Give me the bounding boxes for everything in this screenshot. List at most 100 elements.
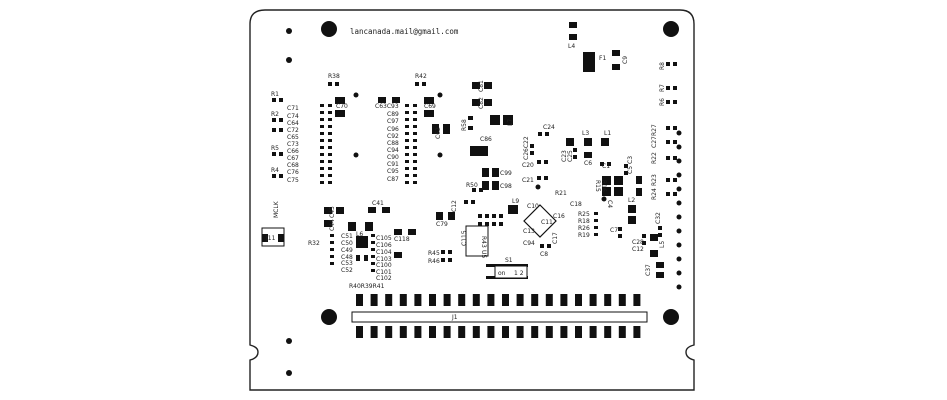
j1-pin-top	[575, 294, 582, 306]
j1-pin-bottom	[560, 326, 568, 338]
j1-pin-top	[516, 294, 524, 306]
ref-c53: C53	[341, 260, 353, 267]
ref-r6: R6	[659, 98, 666, 106]
ref-r22: R22	[651, 152, 658, 164]
ref-c16: C16	[553, 213, 565, 220]
ref-r25: R25	[578, 211, 590, 218]
ref-c44: C44	[329, 219, 336, 231]
j1-pin-top	[385, 294, 393, 306]
ref-r1: R1	[271, 91, 279, 98]
ref-l2: L2	[628, 197, 635, 204]
ref-r58: R58	[461, 119, 468, 131]
ref-c70: C70	[336, 103, 348, 110]
ref-l7: L7	[507, 119, 514, 126]
ref-r23: R23	[651, 174, 658, 186]
j1-pin-top	[399, 294, 407, 306]
ref-c76: C76	[287, 169, 299, 176]
j11-label: J11	[265, 235, 276, 242]
j1-pin-top	[502, 294, 509, 306]
j1-pin-bottom	[545, 326, 553, 338]
ref-r43: R43	[480, 236, 487, 248]
j1-pin-bottom	[472, 326, 480, 338]
j1-pin-bottom	[487, 326, 495, 338]
s1-switch	[494, 265, 528, 279]
j1-pin-top	[458, 294, 466, 306]
ref-c98: C98	[500, 183, 512, 190]
j1-pin-bottom	[589, 326, 597, 338]
ref-c18: C18	[570, 201, 582, 208]
ref-c37: C37	[645, 264, 652, 276]
ref-f1: F1	[599, 55, 606, 62]
ref-c72: C72	[287, 127, 299, 134]
s1-pin-text: 1 2	[514, 270, 524, 277]
ref-c89: C89	[387, 111, 399, 118]
ref-c68: C68	[287, 162, 299, 169]
ref-c1: C1	[602, 163, 610, 170]
j1-pin-top	[429, 294, 436, 306]
ref-r19: R19	[578, 232, 590, 239]
ref-c45: C45	[329, 206, 336, 218]
ref-l3: L3	[582, 130, 589, 137]
ref-c100: C100	[376, 262, 392, 269]
ref-c13: C13	[523, 228, 535, 235]
silkscreen-labels: R1 R2 R5 R4 R38 R42 C71 C74 C64 C72 C65 …	[271, 43, 666, 290]
ref-r32: R32	[308, 240, 320, 247]
diamond-ic	[523, 204, 557, 238]
ref-c3: C3	[627, 156, 634, 164]
j11-connector	[261, 227, 285, 247]
ref-c62: C62	[435, 127, 442, 139]
j1-pin-top	[443, 294, 451, 306]
j1-pin-top	[604, 294, 612, 306]
j1-pin-bottom	[633, 326, 641, 338]
ref-c96: C96	[387, 126, 399, 133]
s1-label: S1	[505, 257, 513, 264]
ref-c7: C7	[610, 227, 618, 234]
ref-r5: R5	[271, 145, 279, 152]
j1-pin-top	[531, 294, 539, 306]
ref-c63c93: C63C93	[375, 103, 399, 110]
ref-u5: U5	[480, 250, 487, 258]
ref-r15: R15	[594, 180, 601, 192]
ref-c75: C75	[287, 177, 299, 184]
ref-c88: C88	[387, 140, 399, 147]
ref-c95: C95	[387, 168, 399, 175]
j1-pin-top	[472, 294, 480, 306]
ref-c81: C81	[478, 80, 485, 92]
ref-c41: C41	[372, 200, 384, 207]
u5-outline	[465, 225, 489, 257]
ref-c5: C5	[627, 166, 634, 174]
j1-pin-top	[560, 294, 568, 306]
j1-pin-bottom	[399, 326, 407, 338]
j1-pin-bottom	[414, 326, 422, 338]
ref-c86: C86	[480, 136, 492, 143]
ref-c11: C11	[541, 219, 553, 226]
mounting-hole-top-left	[321, 21, 337, 37]
ref-r16: R16	[600, 180, 607, 192]
ref-c21: C21	[522, 177, 534, 184]
j1-pin-bottom	[575, 326, 582, 338]
mclk-label: MCLK	[273, 200, 280, 218]
j1-pin-bottom	[604, 326, 612, 338]
j1-pin-top	[356, 294, 363, 306]
ref-c99: C99	[500, 170, 512, 177]
ref-c71: C71	[287, 105, 299, 112]
ref-c104: C104	[376, 249, 392, 256]
ref-r18: R18	[578, 218, 590, 225]
ref-c105: C105	[376, 235, 392, 242]
ref-c50: C50	[341, 240, 353, 247]
j1-pin-bottom	[618, 326, 626, 338]
j1-label: J1	[451, 314, 458, 321]
j1-pin-top	[589, 294, 597, 306]
designer-email: lancanada.mail@gmail.com	[350, 27, 459, 36]
ref-r21: R21	[555, 190, 567, 197]
ref-c32: C32	[655, 212, 662, 224]
j1-pin-top	[618, 294, 626, 306]
ref-c103: C103	[376, 256, 392, 263]
ref-r8: R8	[659, 62, 666, 70]
ref-r46: R46	[428, 258, 440, 265]
ref-r7: R7	[659, 84, 666, 92]
ref-r24: R24	[651, 188, 658, 200]
ref-r50: R50	[466, 182, 478, 189]
ref-l9: L9	[512, 198, 519, 205]
